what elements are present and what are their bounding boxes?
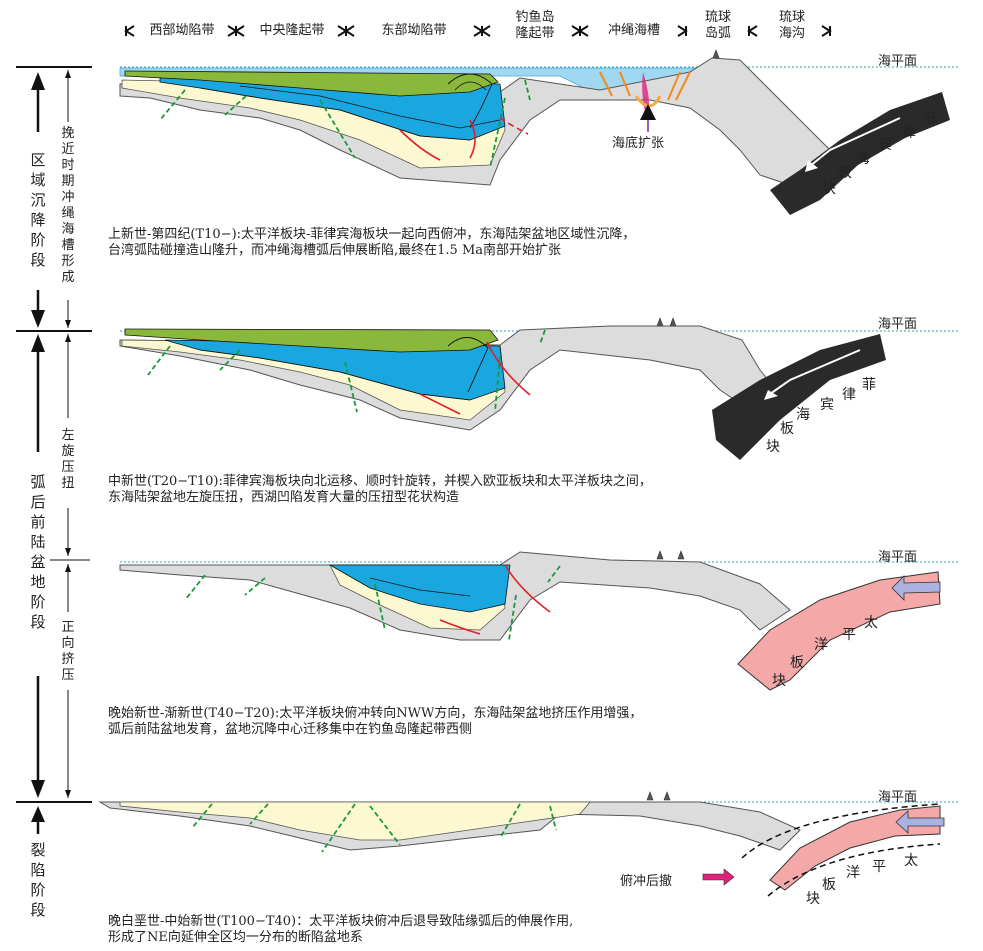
stage-label-regional-subsidence: 区域沉降阶段 [30, 151, 46, 269]
plate-char: 块 [766, 439, 780, 455]
stage-sublabel-orthogonal-compression: 正向挤压 [61, 620, 75, 683]
plate-char: 海 [856, 151, 870, 167]
zone-label-east: 东部坳陷带 [381, 23, 447, 38]
plate-char: 宾 [820, 397, 834, 413]
stage-sublabel-sinistral-transpression: 左旋压扭 [61, 428, 75, 491]
seafloor-spreading-label: 海底扩张 [612, 136, 665, 151]
sea-level-label: 海平面 [878, 550, 918, 565]
panel-4-caption: 晚白垩世-中始新世(T100−T40)：太平洋板块俯冲后退导致陆缘弧后的伸展作用… [108, 914, 574, 945]
panel-2-caption: 中新世(T20−T10):菲律宾海板块向北运移、顺时针旋转，并楔入欧亚板块和太平… [108, 474, 652, 505]
panel-2-cross-section [119, 325, 960, 460]
zone-header [124, 25, 832, 37]
zone-label-diaoyu: 钓鱼岛隆起带 [515, 10, 555, 41]
zone-label-ryukyu-arc: 琉球岛弧 [704, 10, 731, 41]
zone-label-central: 中央隆起带 [259, 23, 325, 38]
plate-char: 洋 [846, 865, 860, 881]
zone-label-okinawa: 冲绳海槽 [607, 23, 660, 38]
zone-label-ryukyu-trench: 琉球海沟 [778, 10, 805, 41]
plate-char: 平 [872, 859, 886, 875]
plate-char: 平 [842, 627, 856, 643]
stage-sublabel-okinawa-formation: 挽近时期冲绳海槽形成 [61, 126, 75, 285]
plate-char: 板 [790, 655, 804, 671]
plate-char: 块 [822, 181, 836, 197]
stage-label-backarc-foreland: 弧后前陆盆地阶段 [30, 473, 46, 631]
plate-char: 太 [904, 853, 918, 869]
plate-char: 律 [842, 387, 856, 403]
volcano-marks [646, 49, 720, 801]
plate-char: 菲 [924, 111, 938, 127]
plate-char: 板 [838, 165, 852, 181]
zone-label-west: 西部坳陷带 [149, 23, 215, 38]
panel-1-caption: 上新世-第四纪(T10−):太平洋板块-菲律宾海板块一起向西俯冲，东海陆架盆地区… [108, 227, 636, 258]
stage-label-rifting: 裂陷阶段 [30, 841, 46, 919]
plate-char: 太 [864, 615, 878, 631]
stage-timeline [16, 66, 92, 834]
plate-char: 块 [806, 891, 820, 907]
rollback-label: 俯冲后撤 [620, 874, 673, 889]
plate-char: 律 [902, 125, 916, 141]
panel-4-cross-section [98, 801, 960, 897]
plate-char: 块 [772, 673, 786, 689]
panel-3-cross-section [119, 551, 960, 691]
plate-char: 宾 [878, 137, 892, 153]
plate-char: 海 [796, 407, 810, 423]
plate-char: 板 [822, 877, 836, 893]
plate-char: 菲 [862, 377, 876, 393]
plate-char: 板 [780, 421, 794, 437]
plate-char: 洋 [814, 637, 828, 653]
sea-level-label: 海平面 [878, 317, 918, 332]
panel-1-cross-section [119, 57, 960, 215]
panel-3-caption: 晚始新世-渐新世(T40−T20):太平洋板块俯冲转向NWW方向，东海陆架盆地挤… [108, 706, 643, 737]
sea-level-label: 海平面 [878, 54, 918, 69]
sea-level-label: 海平面 [878, 790, 918, 805]
